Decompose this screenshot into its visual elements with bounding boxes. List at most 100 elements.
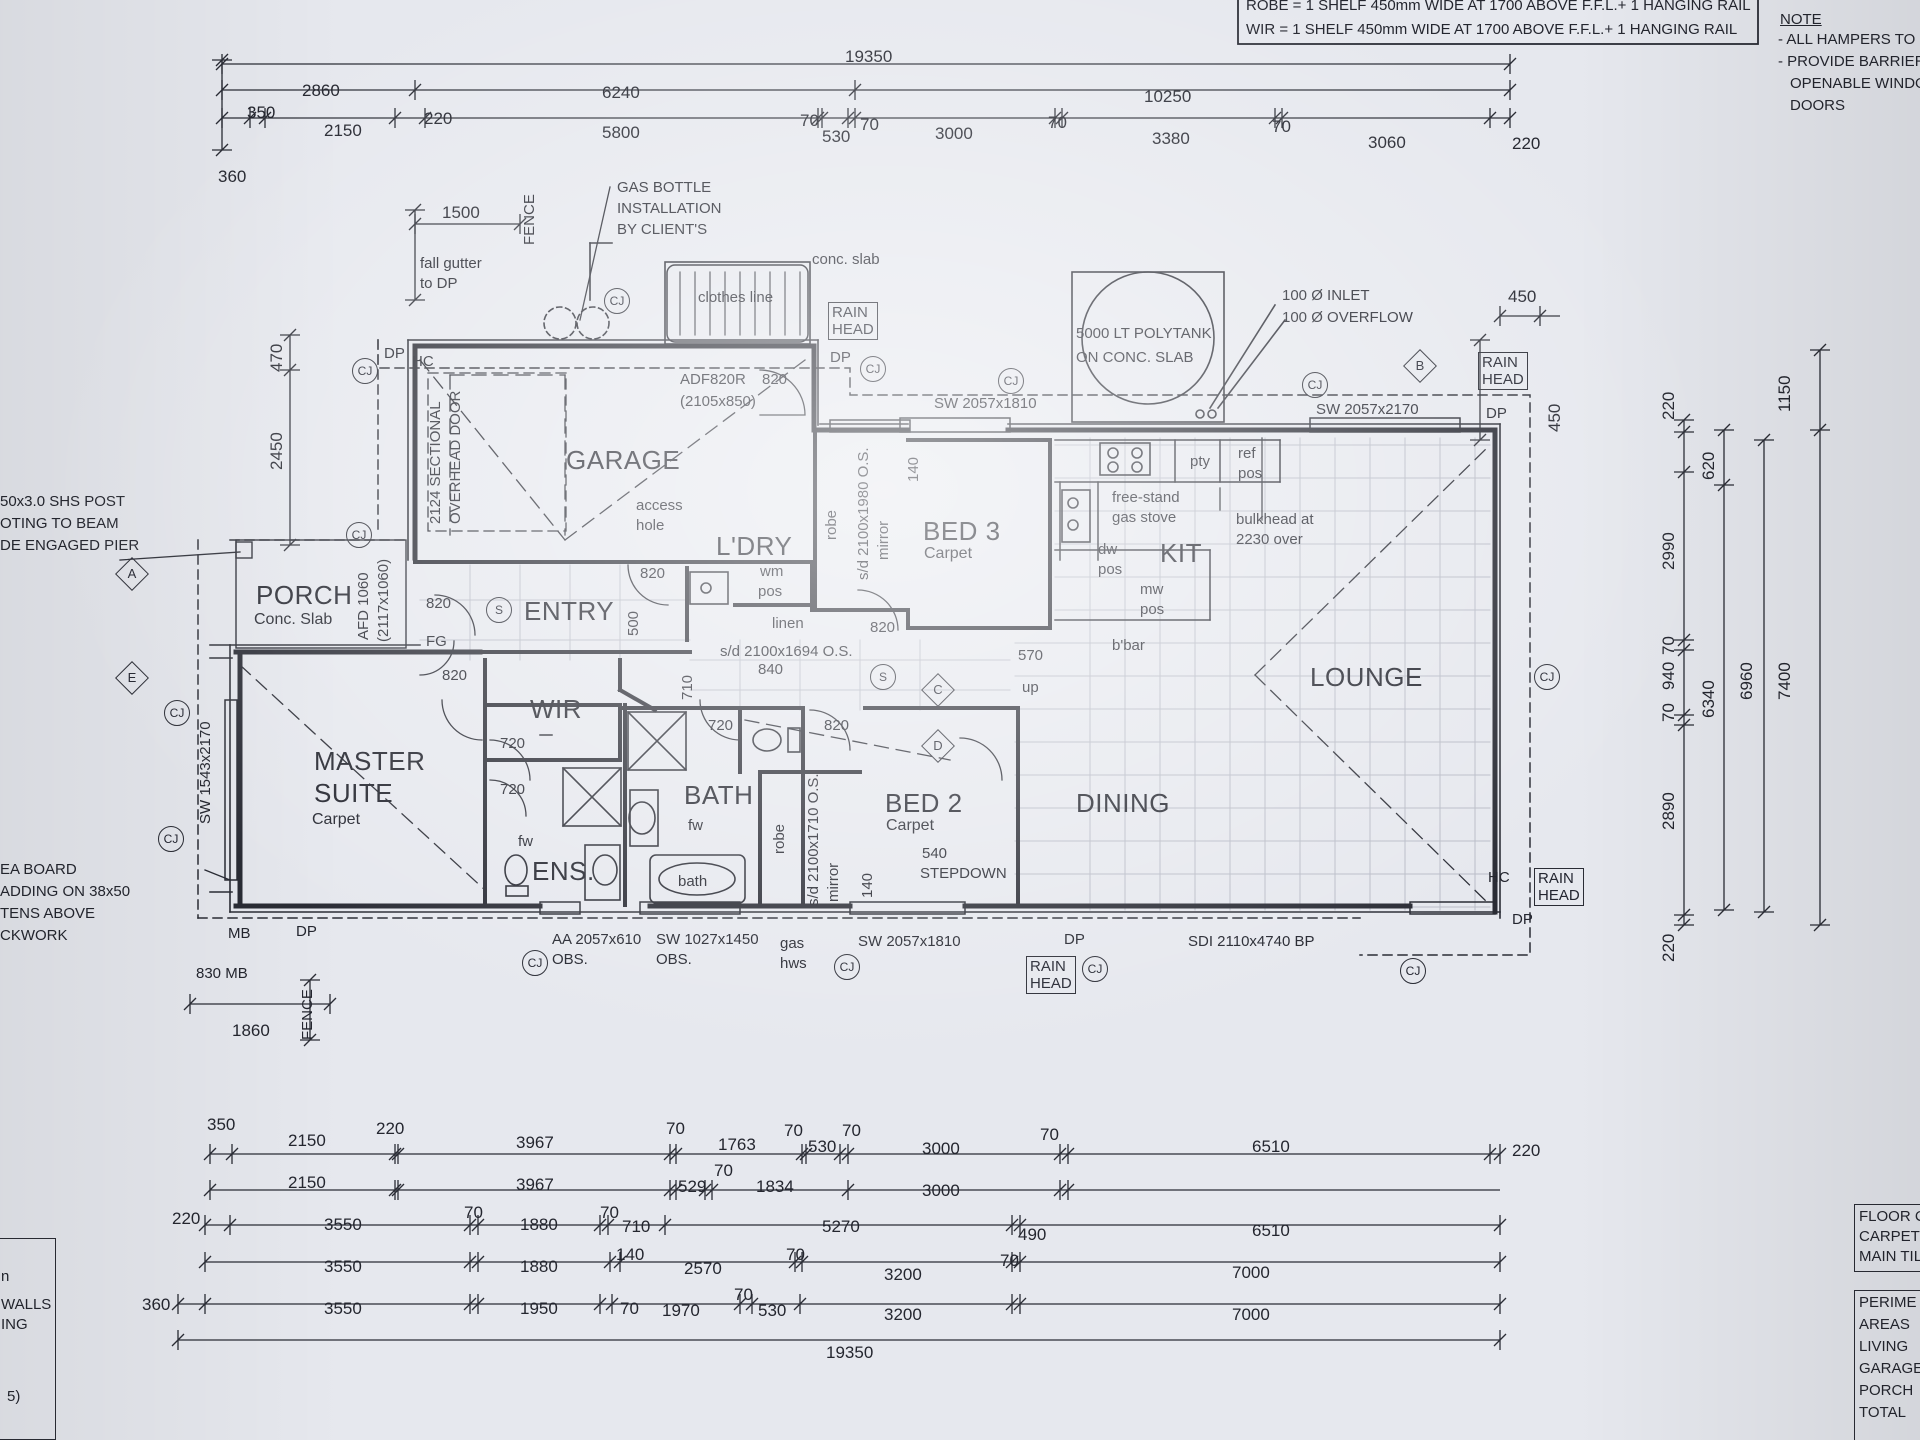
left-legend-line-2: WALLS	[1, 1296, 52, 1313]
dim-top-2150: 2150	[324, 121, 362, 140]
dp-label-1: DP	[384, 345, 405, 362]
shs-post-note-1: 50x3.0 SHS POST	[0, 493, 126, 510]
dim-bottom-overall: 19350	[826, 1343, 874, 1362]
dim-bottom-r3: 5270	[822, 1217, 860, 1236]
dimension-line	[1677, 643, 1691, 657]
dim-bottom-r2: 2150	[288, 1173, 326, 1192]
note-line-3: OPENABLE WINDO	[1790, 75, 1920, 92]
linen-label: linen	[772, 615, 804, 632]
window-sw1543: SW 1543x2170	[197, 721, 214, 824]
control-joint-symbol: CJ	[860, 356, 886, 382]
dim-top-70b: 70	[860, 115, 879, 134]
fence-label-top: FENCE	[521, 194, 538, 245]
dim-bottom-r3: 220	[172, 1209, 201, 1228]
internal-walls	[413, 428, 1052, 908]
rain-head-text: RAIN	[1538, 870, 1574, 887]
dimension-line	[1053, 1147, 1067, 1161]
dim-720-bath: 720	[708, 717, 734, 734]
dimension-line	[463, 1218, 477, 1232]
dimension-line	[1053, 1183, 1067, 1197]
dim-bottom-r1: 3000	[922, 1139, 960, 1158]
dimension-line	[1677, 918, 1691, 932]
dimension-line	[1677, 465, 1691, 479]
dimension-line	[471, 1218, 485, 1232]
sectional-door-label-2: OVERHEAD DOOR	[447, 390, 464, 524]
section-marker-c-text: C	[933, 682, 943, 697]
legend-total: TOTAL	[1859, 1404, 1906, 1421]
dimension-line	[745, 1297, 759, 1311]
dim-720-wir: 720	[500, 735, 526, 752]
dimension-line	[1013, 1218, 1027, 1232]
dim-bottom-r1: 220	[1512, 1141, 1541, 1160]
dim-bottom-r5: 3200	[884, 1305, 922, 1324]
dimension-line	[1473, 433, 1487, 447]
dimension-line	[388, 1183, 402, 1197]
legend-garage: GARAGE	[1859, 1360, 1920, 1377]
dim-bottom-r1: 70	[1040, 1125, 1059, 1144]
dim-bottom-r4: 2570	[684, 1259, 722, 1278]
room-lounge: LOUNGE	[1310, 662, 1423, 692]
dimension-line	[1503, 83, 1517, 97]
left-legend-line-3: ING	[1, 1316, 28, 1333]
dim-bottom-r5: 3550	[324, 1299, 362, 1318]
dim-bottom-r5: 70	[734, 1285, 753, 1304]
dimension-line	[815, 111, 829, 125]
dimension-line	[1013, 1297, 1027, 1311]
sliding-door-bed2: s/d 2100x1710 O.S.	[805, 773, 822, 906]
dim-top-2860: 2860	[302, 81, 340, 100]
note-line-4: DOORS	[1790, 97, 1846, 114]
dim-840: 840	[758, 661, 784, 678]
sectional-door-label-1: 2124 SECTIONAL	[427, 401, 444, 524]
dim-820-garage: 820	[762, 371, 788, 388]
bed2-floor-carpet: Carpet	[886, 817, 935, 834]
dimension-line	[203, 1183, 217, 1197]
fence-label-bottom: FENCE	[299, 989, 316, 1040]
dimension-line	[1005, 1297, 1019, 1311]
dimension-line	[1677, 413, 1691, 427]
control-joint-symbol: CJ	[1534, 664, 1560, 690]
cladding-note-2: ADDING ON 38x50	[0, 883, 131, 900]
dimension-line	[1061, 1183, 1075, 1197]
microwave-label-2: pos	[1140, 601, 1165, 618]
dimension-line	[198, 1297, 212, 1311]
dimension-line	[283, 363, 297, 377]
control-joint-symbol: CJ	[834, 954, 860, 980]
robe-label-bed2: robe	[771, 823, 788, 854]
dim-top-3380: 3380	[1152, 129, 1190, 148]
clothes-line-frame	[666, 264, 809, 343]
dimension-line	[1493, 1147, 1507, 1161]
dimension-line	[1055, 111, 1069, 125]
dimension-line	[733, 1297, 747, 1311]
legend-main-tile: MAIN TIL	[1859, 1248, 1920, 1265]
rain-head-text-2: HEAD	[1482, 371, 1524, 388]
dim-820-laundry: 820	[640, 565, 666, 582]
dimension-line	[795, 1255, 809, 1269]
dim-top-overall: 19350	[845, 47, 893, 66]
dimension-line	[663, 1183, 677, 1197]
smoke-detector-hall: S	[870, 664, 896, 690]
dim-top-6240: 6240	[602, 83, 640, 102]
dimension-line	[593, 1297, 607, 1311]
dim-140-bed2: 140	[859, 872, 876, 898]
dim-bottom-r1: 220	[376, 1119, 405, 1138]
dim-bottom-r2: 1834	[756, 1177, 794, 1196]
dimension-line	[1493, 1333, 1507, 1347]
note-line-1: - ALL HAMPERS TO	[1778, 31, 1916, 48]
wm-pos-label-2: pos	[758, 583, 783, 600]
dim-bottom-r4: 140	[616, 1245, 645, 1264]
dim-820-bed2: 820	[824, 717, 850, 734]
dimension-line	[1061, 1147, 1075, 1161]
floor-waste-ens: fw	[518, 833, 533, 850]
dim-450-top: 450	[1508, 287, 1537, 306]
dimension-line	[603, 1255, 617, 1269]
dimension-line	[1677, 708, 1691, 722]
dimension-line	[1013, 1255, 1027, 1269]
clothes-line-label: clothes line	[698, 289, 774, 306]
dim-1860: 1860	[232, 1021, 270, 1040]
dim-70-right-a: 70	[1659, 636, 1678, 655]
cladding-note-1: EA BOARD	[0, 861, 77, 878]
robe-note: ROBE = 1 SHELF 450mm WIDE AT 1700 ABOVE …	[1246, 0, 1751, 14]
dimension-line	[303, 1033, 317, 1047]
dimension-line	[388, 1147, 402, 1161]
